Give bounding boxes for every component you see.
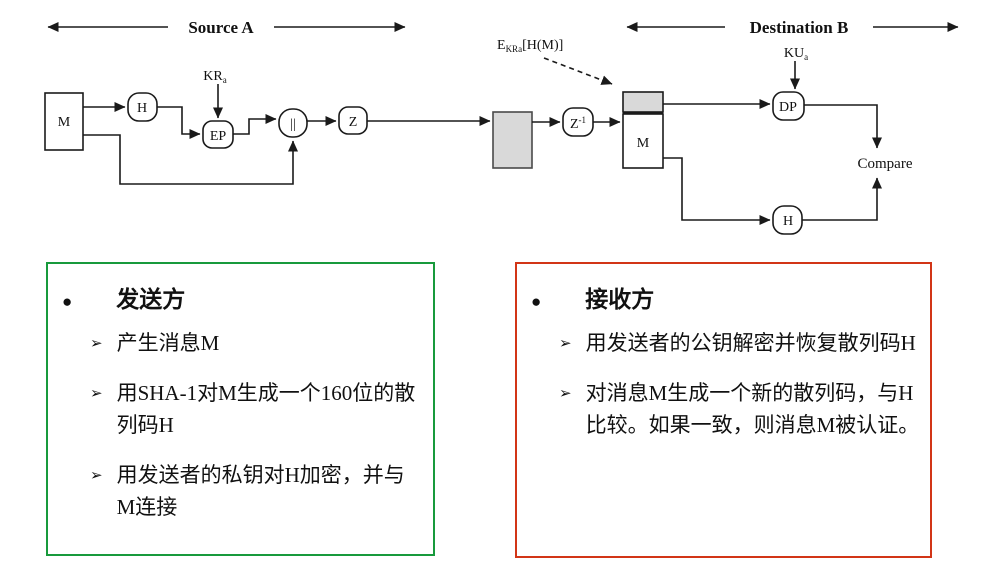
receiver-item-text: 对消息M生成一个新的散列码，与H比较。如果一致，则消息M被认证。	[585, 381, 920, 437]
sender-box: ● 发送方 ➢ 产生消息M ➢ 用SHA-1对M生成一个160位的散列码H ➢ …	[46, 262, 435, 556]
sender-item-text: 产生消息M	[116, 330, 220, 355]
list-item: ➢ 对消息M生成一个新的散列码，与H比较。如果一致，则消息M被认证。	[559, 378, 930, 441]
received-message-box	[622, 113, 664, 169]
wire-h-to-compare	[802, 177, 882, 221]
decompress-label: Z-1	[570, 115, 586, 132]
sender-title-row: ● 发送方	[62, 286, 433, 314]
ekra-dashed-pointer	[543, 57, 613, 85]
received-signature-segment	[622, 91, 664, 113]
wire-h-to-ep	[157, 106, 201, 139]
dest-hash-label: H	[783, 214, 793, 229]
source-message-box	[44, 92, 84, 151]
destination-span-label: Destination B	[750, 18, 849, 37]
wire-m-feedback	[83, 134, 298, 185]
destination-span-label-bg	[725, 15, 873, 38]
kua-label: KUa	[784, 46, 808, 62]
kra-label: KRa	[203, 69, 226, 85]
list-item: ➢ 用SHA-1对M生成一个160位的散列码H	[90, 378, 433, 441]
channel-block	[492, 111, 533, 169]
source-hash-label: H	[137, 101, 147, 116]
decrypt-label: DP	[779, 100, 797, 115]
receiver-title: 接收方	[585, 287, 655, 312]
sender-title: 发送方	[116, 287, 186, 312]
source-message-label: M	[58, 115, 71, 130]
source-span-label: Source A	[188, 18, 254, 37]
sender-item-text: 用发送者的私钥对H加密，并与M连接	[116, 463, 405, 519]
decrypt-node	[772, 91, 805, 121]
receiver-box: ● 接收方 ➢ 用发送者的公钥解密并恢复散列码H ➢ 对消息M生成一个新的散列码…	[515, 262, 932, 558]
source-span-label-bg	[168, 15, 274, 38]
wire-received-to-h	[663, 157, 771, 225]
arrow-bullet-icon: ➢	[90, 468, 103, 485]
bullet-icon: ●	[531, 292, 542, 311]
list-item: ➢ 用发送者的公钥解密并恢复散列码H	[559, 328, 930, 360]
encrypt-label: EP	[210, 129, 227, 144]
authentication-flow-diagram: Source A Destination B EKRa[H(M)] KRa KU…	[44, 15, 959, 235]
arrow-bullet-icon: ➢	[559, 386, 572, 403]
concat-label: ||	[290, 117, 296, 132]
wire-dp-to-compare	[804, 104, 882, 149]
compare-label: Compare	[858, 156, 913, 172]
received-message-label: M	[637, 136, 650, 151]
arrow-bullet-icon: ➢	[90, 386, 103, 403]
ekra-annotation: EKRa[H(M)]	[497, 38, 563, 54]
receiver-title-row: ● 接收方	[531, 286, 930, 314]
receiver-items: ➢ 用发送者的公钥解密并恢复散列码H ➢ 对消息M生成一个新的散列码，与H比较。…	[559, 328, 930, 442]
arrow-bullet-icon: ➢	[90, 335, 103, 352]
receiver-item-text: 用发送者的公钥解密并恢复散列码H	[585, 330, 916, 355]
list-item: ➢ 用发送者的私钥对H加密，并与M连接	[90, 460, 433, 523]
compress-label: Z	[349, 115, 358, 130]
wire-ep-to-concat	[233, 114, 277, 135]
list-item: ➢ 产生消息M	[90, 328, 433, 360]
concat-node	[278, 108, 308, 138]
bullet-icon: ●	[62, 292, 73, 311]
sender-item-text: 用SHA-1对M生成一个160位的散列码H	[116, 381, 416, 437]
arrow-bullet-icon: ➢	[559, 335, 572, 352]
sender-items: ➢ 产生消息M ➢ 用SHA-1对M生成一个160位的散列码H ➢ 用发送者的私…	[90, 328, 433, 524]
